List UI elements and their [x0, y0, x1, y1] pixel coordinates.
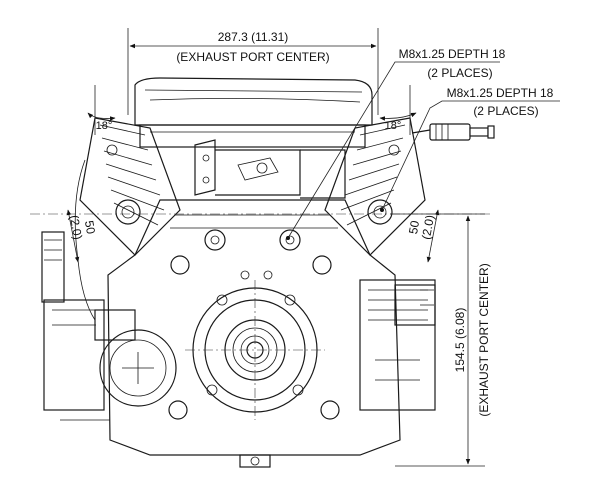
exhaust-height-dimension: 154.5 (6.08) (EXHAUST PORT CENTER) — [390, 213, 491, 467]
exhaust-width-value: 287.3 (11.31) — [218, 30, 289, 44]
left-offset-inch: (2.0) — [67, 214, 85, 241]
thread-left-qty: (2 PLACES) — [427, 66, 492, 80]
exhaust-width-label: (EXHAUST PORT CENTER) — [176, 50, 329, 64]
left-offset-value: 50 — [82, 220, 98, 236]
right-offset-inch: (2.0) — [419, 214, 437, 241]
exhaust-height-label: (EXHAUST PORT CENTER) — [477, 263, 491, 416]
exhaust-height-value: 154.5 (6.08) — [453, 308, 467, 373]
left-angle-value: 18° — [96, 120, 113, 132]
right-offset-value: 50 — [406, 219, 422, 235]
center-lines — [30, 213, 490, 420]
thread-left-spec: M8x1.25 DEPTH 18 — [399, 47, 506, 61]
thread-right-qty: (2 PLACES) — [473, 104, 538, 118]
thread-right-spec: M8x1.25 DEPTH 18 — [447, 86, 554, 100]
thread-callout-left: M8x1.25 DEPTH 18 (2 PLACES) — [286, 47, 506, 240]
exhaust-width-dimension: 287.3 (11.31) (EXHAUST PORT CENTER) — [127, 28, 379, 115]
right-angle-value: 18° — [385, 120, 402, 132]
left-offset-dimension: 50 (2.0) — [66, 209, 98, 263]
engine-front-view — [41, 77, 495, 468]
right-offset-dimension: 50 (2.0) — [406, 209, 440, 263]
right-angle-dimension: 18° — [379, 85, 417, 135]
left-angle-dimension: 18° — [87, 85, 116, 135]
thread-callout-right: M8x1.25 DEPTH 18 (2 PLACES) — [380, 86, 560, 212]
